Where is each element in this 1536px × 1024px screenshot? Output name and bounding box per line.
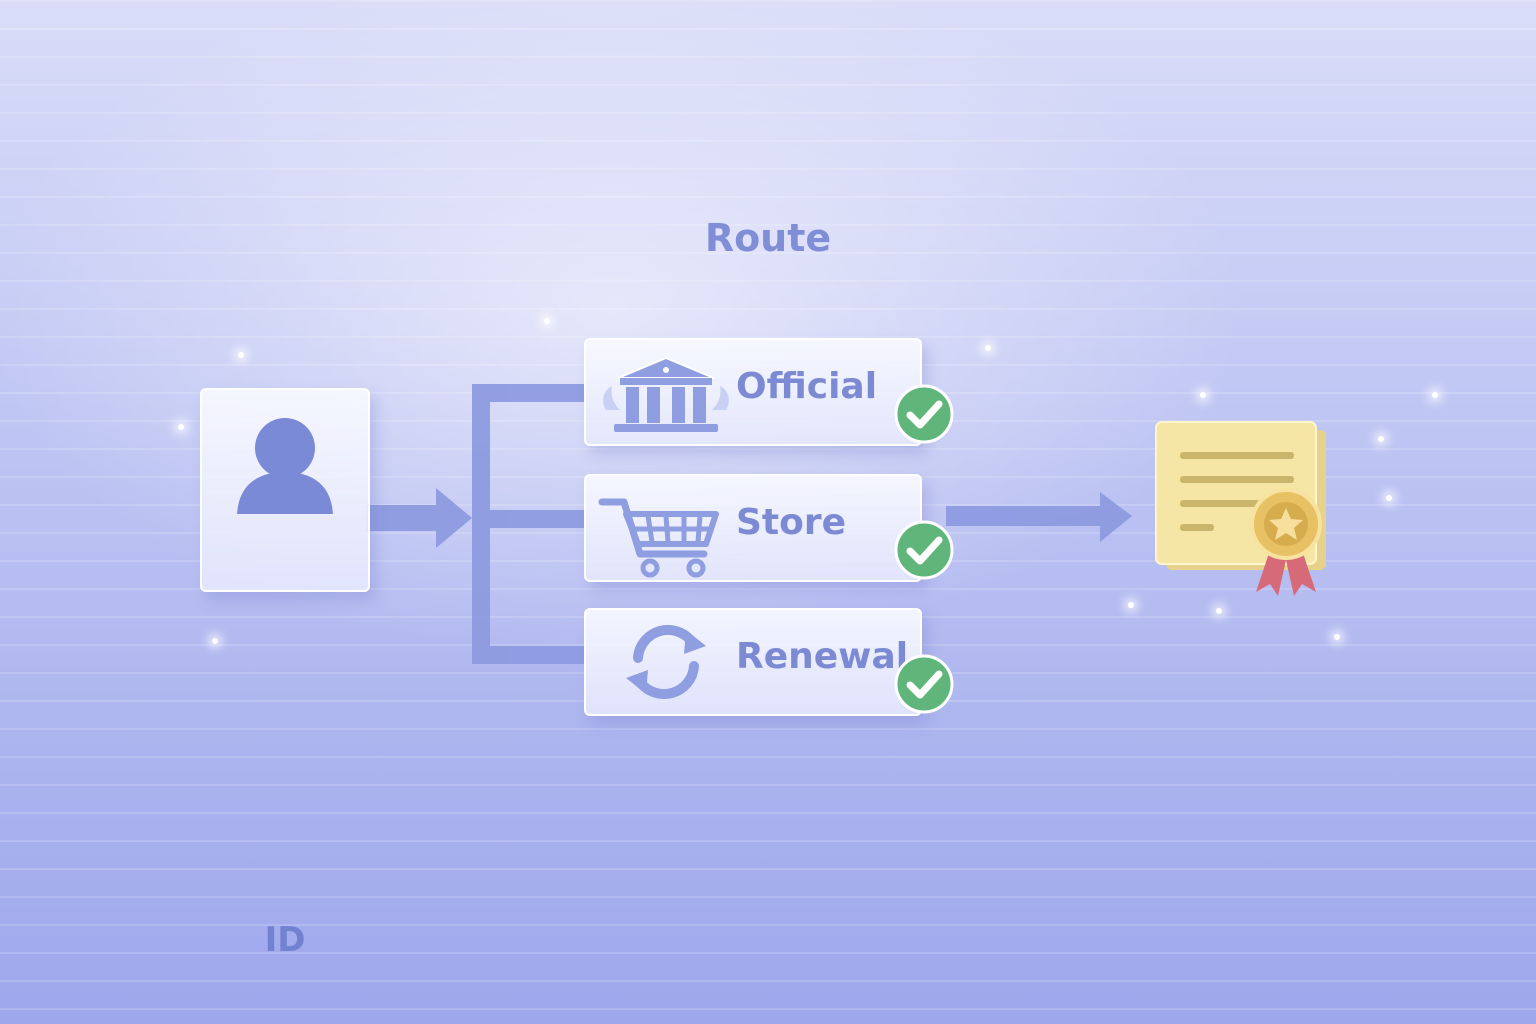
id-arrow-head [436,488,472,548]
route-card-renewal[interactable]: Renewal [584,608,954,716]
output-arrow-shaft [946,506,1104,526]
route-label-store: Store [736,502,847,543]
branch-official [472,384,586,402]
sparkle [1432,392,1438,398]
sparkle [178,424,184,430]
diagram-title: Route [704,216,832,260]
route-card-official[interactable]: Official [584,338,954,446]
certificate-with-seal-icon [1155,421,1326,596]
sparkle [1378,436,1384,442]
sparkle [1386,495,1392,501]
sparkle [238,352,244,358]
sparkle [212,638,218,644]
check-icon [894,384,954,444]
sparkle [1334,634,1340,640]
sparkle [544,318,550,324]
id-label: ID [264,920,306,960]
branch-store [472,510,586,528]
sparkle [985,345,991,351]
route-card-store[interactable]: Store [584,474,954,582]
government-building-icon [603,356,729,432]
route-label-renewal: Renewal [736,636,909,677]
sparkle [1216,608,1222,614]
refresh-cycle-icon [626,624,706,700]
id-arrow-shaft [366,505,438,531]
check-icon [894,654,954,714]
output-arrow-head [1100,492,1132,542]
branch-renewal [472,646,586,664]
id-card[interactable]: ID [200,388,370,960]
sparkle [1200,392,1206,398]
sparkle [1128,602,1134,608]
route-label-official: Official [736,366,878,407]
check-icon [894,520,954,580]
shopping-cart-icon [598,498,719,578]
person-icon [237,418,333,514]
